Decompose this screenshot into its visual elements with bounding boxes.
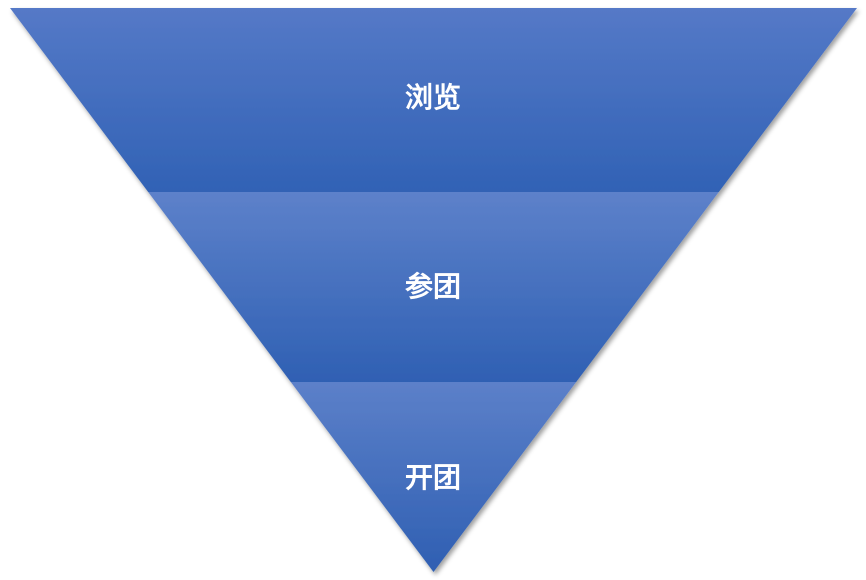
funnel-label-start-group: 开团 (405, 462, 461, 493)
funnel-label-join-group: 参团 (405, 270, 461, 302)
funnel-label-browse: 浏览 (405, 82, 461, 113)
funnel-segment-browse (10, 8, 857, 192)
funnel-segment-join-group (148, 192, 719, 382)
funnel-segment-start-group (290, 382, 577, 572)
funnel-shape-group (10, 8, 857, 572)
